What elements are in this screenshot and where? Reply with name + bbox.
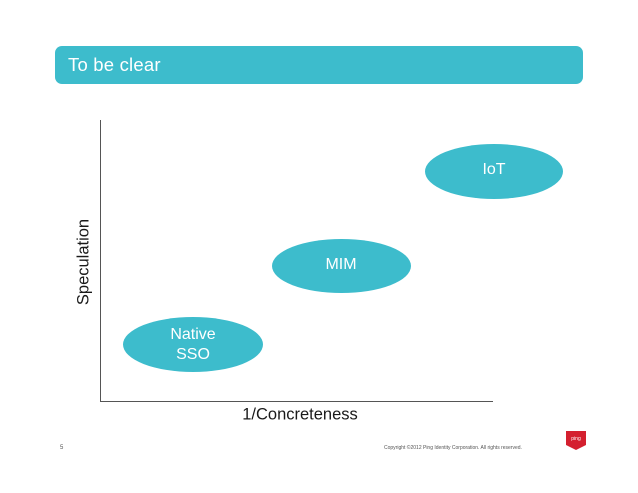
y-axis-label: Speculation <box>74 218 93 306</box>
bubble-iot-label: IoT <box>482 161 506 178</box>
svg-text:ping: ping <box>571 436 581 442</box>
slide-title: To be clear <box>68 54 161 75</box>
bubble-native-sso: Native SSO <box>123 317 263 372</box>
title-bar: To be clear <box>55 46 583 84</box>
ping-identity-logo-icon: ping <box>566 431 586 450</box>
bubble-native-sso-label-line2: SSO <box>176 345 210 363</box>
bubble-mim: MIM <box>272 239 411 293</box>
x-axis-label: 1/Concreteness <box>242 405 358 424</box>
page-number: 5 <box>60 445 64 451</box>
bubble-mim-label: MIM <box>325 256 357 273</box>
x-axis-line <box>100 401 493 402</box>
bubble-iot: IoT <box>425 144 563 199</box>
bubble-native-sso-label-line1: Native <box>170 325 216 343</box>
copyright-notice: Copyright ©2012 Ping Identity Corporatio… <box>384 445 522 451</box>
y-axis-line <box>100 120 101 402</box>
